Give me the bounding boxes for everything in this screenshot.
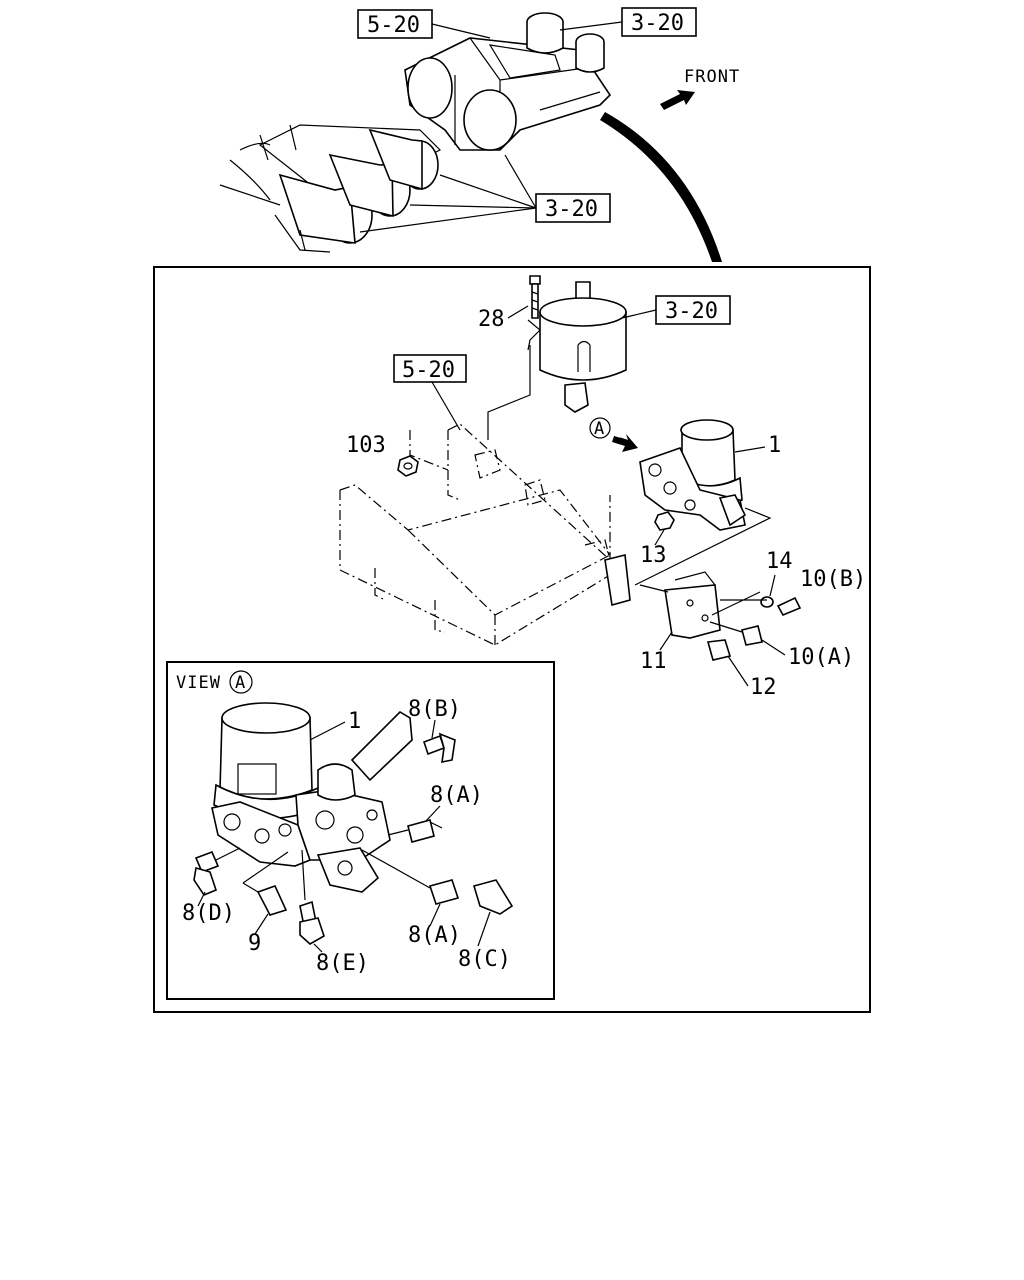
callout-9: 9 bbox=[248, 931, 261, 956]
callout-1-view: 1 bbox=[348, 709, 361, 734]
fitting-8c bbox=[472, 879, 514, 915]
bolt-12 bbox=[706, 639, 732, 661]
curved-pointer bbox=[600, 112, 722, 262]
ref-box-3-20-tanks bbox=[535, 193, 611, 223]
nut-103 bbox=[397, 455, 419, 477]
reservoir-tank bbox=[527, 281, 627, 413]
callout-28: 28 bbox=[478, 307, 505, 332]
front-arrow bbox=[660, 90, 695, 110]
callout-11: 11 bbox=[640, 649, 667, 674]
callout-8b: 8(B) bbox=[408, 697, 461, 722]
ref-5-20-top: 5-20 bbox=[367, 13, 420, 38]
view-a-arrow bbox=[612, 434, 638, 452]
front-label: FRONT bbox=[684, 67, 740, 87]
callout-1-main: 1 bbox=[768, 433, 781, 458]
upper-reservoirs bbox=[526, 12, 605, 73]
ref-box-5-20-detail bbox=[393, 354, 467, 383]
bolt-10b bbox=[776, 596, 802, 617]
callout-10b: 10(B) bbox=[800, 567, 866, 592]
view-label: VIEW bbox=[176, 673, 221, 693]
fitting-8e bbox=[299, 900, 325, 945]
view-a-header: VIEW A bbox=[176, 670, 253, 694]
callout-10a: 10(A) bbox=[788, 645, 854, 670]
ref-3-20-detail: 3-20 bbox=[665, 299, 718, 324]
detail-frame bbox=[153, 266, 871, 1013]
fitting-8a-lower bbox=[428, 879, 460, 905]
air-cleaner-housing bbox=[404, 37, 612, 151]
ref-3-20-tanks: 3-20 bbox=[545, 197, 598, 222]
fitting-9 bbox=[256, 885, 288, 916]
washer-14 bbox=[760, 596, 774, 608]
view-marker-circle bbox=[589, 417, 611, 439]
callout-13: 13 bbox=[640, 543, 667, 568]
view-a-frame bbox=[166, 661, 555, 1000]
callout-8e: 8(E) bbox=[316, 951, 369, 976]
fitting-8b bbox=[422, 732, 456, 764]
view-marker-main: A bbox=[594, 419, 605, 439]
callout-8c: 8(C) bbox=[458, 947, 511, 972]
callout-8a-upper: 8(A) bbox=[430, 783, 483, 808]
fitting-8a-upper bbox=[407, 819, 443, 843]
ref-3-20-top: 3-20 bbox=[631, 11, 684, 36]
air-tank-cluster bbox=[219, 124, 442, 253]
ref-box-3-20-detail bbox=[655, 295, 731, 325]
bolt-28 bbox=[529, 275, 541, 319]
callout-8d: 8(D) bbox=[182, 901, 235, 926]
nut-13 bbox=[654, 511, 675, 531]
mounting-tray bbox=[339, 423, 611, 646]
bracket-11 bbox=[604, 554, 721, 639]
overview-assembly: FRONT 5-20 3-20 3-20 bbox=[219, 7, 740, 262]
ref-box-5-20-top bbox=[357, 9, 433, 39]
callout-8a-lower: 8(A) bbox=[408, 923, 461, 948]
callout-103: 103 bbox=[346, 433, 386, 458]
callout-14: 14 bbox=[766, 549, 793, 574]
ref-5-20-detail: 5-20 bbox=[402, 358, 455, 383]
fitting-8d bbox=[193, 850, 220, 896]
bolt-10a bbox=[741, 625, 763, 646]
view-a-circle bbox=[229, 670, 253, 694]
callout-12: 12 bbox=[750, 675, 777, 700]
air-dryer-main bbox=[639, 419, 747, 531]
view-a-letter: A bbox=[235, 673, 246, 693]
detail-assembly: 28 3-20 5-20 bbox=[339, 275, 866, 700]
air-dryer-view-a bbox=[211, 702, 413, 893]
